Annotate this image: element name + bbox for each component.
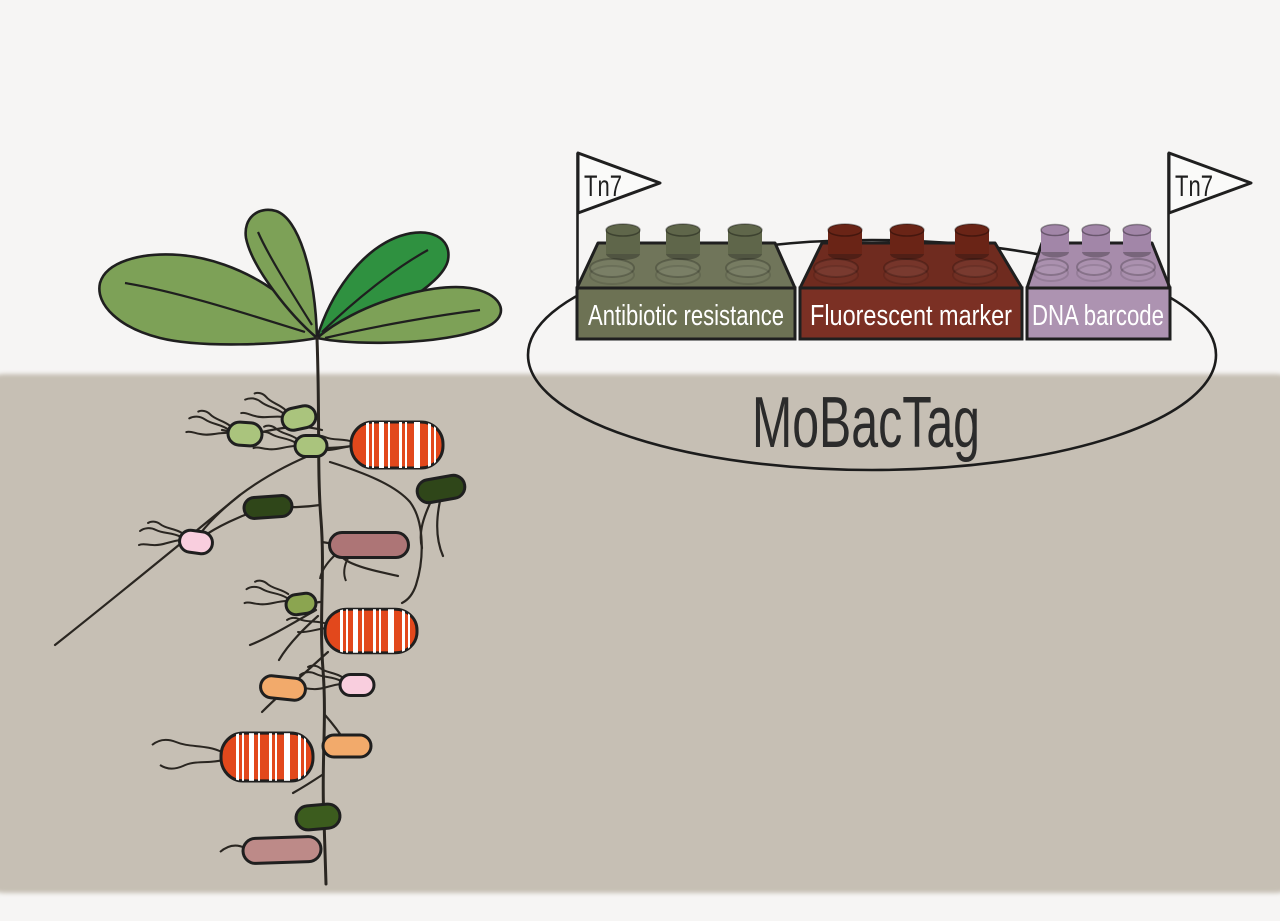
root-lateral (277, 614, 320, 662)
flagella (343, 557, 349, 582)
soil (0, 374, 1280, 893)
bacterium-barcoded (325, 609, 417, 653)
plant (98, 208, 503, 346)
root-hair (436, 499, 445, 558)
brick-studs-back (827, 223, 990, 260)
brick-studs-front (589, 258, 771, 285)
brick-label-fluorescent-marker: Fluorescent marker (810, 300, 1012, 332)
tn7-label-left: Tn7 (584, 170, 622, 203)
bacterium-pink (178, 528, 214, 556)
brick-fluorescent-marker: Fluorescent marker (798, 223, 1024, 341)
bacterium-peach (259, 674, 307, 702)
tn7-flag-right: Tn7 (1167, 151, 1253, 288)
bacterium-light-green (293, 434, 329, 458)
root-hair (340, 555, 400, 578)
bacterium-pink (338, 673, 376, 697)
brick-antibiotic-resistance: Antibiotic resistance (575, 223, 797, 341)
plasmid-label: MoBacTag (752, 383, 980, 463)
brick-front-face (1025, 286, 1172, 341)
brick-front-face (798, 286, 1024, 341)
leaf-veins (124, 231, 481, 340)
flag-pennant (1167, 151, 1253, 215)
tn7-flag-left: Tn7 (576, 151, 662, 290)
bacterium-dark-green (242, 494, 294, 520)
brick-label-dna-barcode: DNA barcode (1032, 300, 1164, 332)
bacteria (178, 404, 467, 865)
leaf-left (98, 253, 319, 346)
flag-pennant (576, 151, 662, 215)
bacterium-barcoded (221, 733, 313, 781)
bacterium-light-green (280, 404, 318, 432)
flagella (151, 738, 223, 753)
root-lateral (53, 493, 242, 647)
flagella (319, 555, 335, 580)
bacterium-light-green (226, 420, 264, 448)
bacterium-mauve (241, 835, 323, 865)
bacterium-barcoded (351, 422, 443, 468)
bacterium-dark-green (415, 473, 467, 505)
brick-studs-front (1033, 258, 1156, 282)
brick-studs-front (813, 258, 998, 285)
brick-studs-back (1040, 223, 1152, 258)
root-lateral (291, 773, 324, 795)
brick-dna-barcode: DNA barcode (1025, 223, 1172, 341)
plasmid-ellipse (526, 238, 1218, 472)
tn7-label-right: Tn7 (1175, 170, 1213, 203)
brick-front-face (575, 286, 797, 341)
bacterium-dark-green (294, 802, 342, 832)
brick-studs-back (605, 223, 763, 260)
brick-label-antibiotic-resistance: Antibiotic resistance (588, 300, 784, 332)
bacterium-olive-green (284, 591, 318, 617)
bacterium-mauve (328, 531, 410, 559)
bacterium-peach (321, 733, 373, 759)
flagella (159, 759, 224, 770)
